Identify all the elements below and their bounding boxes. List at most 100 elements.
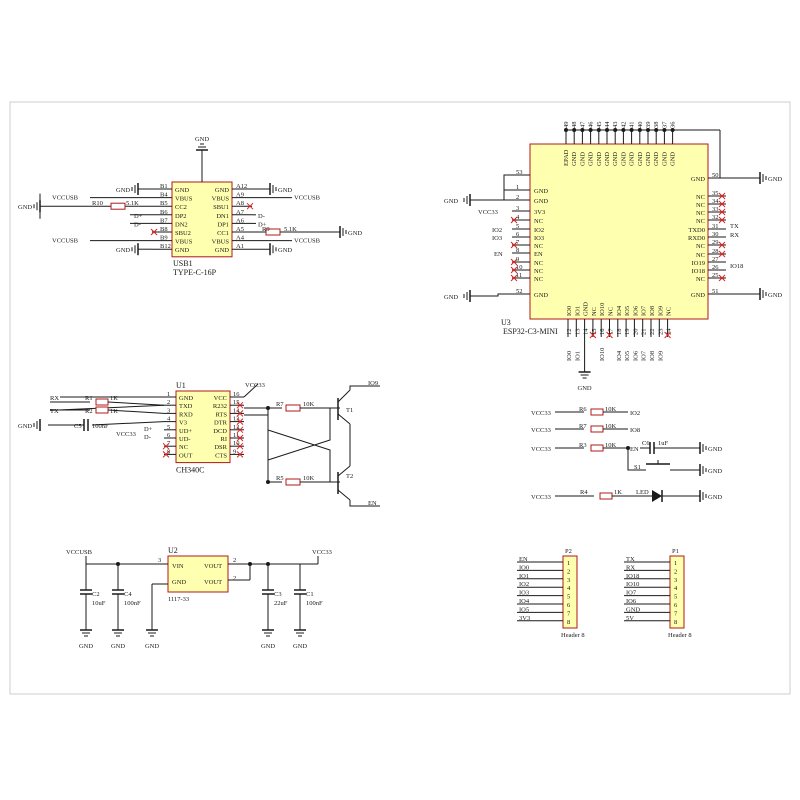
ldo-ref: U2 (168, 546, 178, 555)
esp-bottom-pin-name: IO5 (624, 306, 631, 316)
vccusb-label: VCCUSB (294, 238, 321, 245)
vccusb-label: VCCUSB (294, 195, 321, 202)
usb-pin-num: A4 (236, 235, 245, 242)
esp-pin-num: 28 (712, 248, 719, 255)
header-net: IO0 (519, 564, 529, 571)
gnd-label: GND (348, 230, 362, 237)
esp-bottom-pin-name: NC (666, 307, 673, 316)
ch340-vcc-wire (243, 383, 259, 398)
esp-pin-num: 11 (516, 272, 522, 279)
usb-pin-name: DP1 (217, 221, 229, 228)
ch340-pin-name: GND (179, 395, 193, 402)
esp-pin-num: 33 (712, 206, 719, 213)
esp-bottom-net: IO0 (566, 351, 573, 361)
usb-typec-block: USB1TYPE-C-16PGNDGNDB1VBUSB4CC2B5DP2B6DN… (18, 136, 362, 277)
esp-top-pin-num: 36 (670, 121, 677, 128)
esp-bottom-pin-name: IO0 (566, 306, 573, 316)
pullup-ref: R7 (579, 423, 587, 430)
esp-bottom-pin-num: 19 (624, 329, 631, 336)
gnd-label: GND (18, 423, 32, 430)
esp-pin-name: NC (696, 194, 705, 201)
esp-pin-num: 35 (712, 190, 719, 197)
usb-pin-num: A9 (236, 192, 244, 199)
t1-ref: T1 (346, 407, 353, 414)
esp-bottom-pin-name: IO8 (649, 306, 656, 316)
usb-pin-name: VBUS (212, 239, 230, 246)
r1-value: 1K (110, 395, 118, 402)
ldo-part: 1117-33 (168, 596, 189, 603)
led-diode (652, 490, 662, 502)
en-label: EN (494, 251, 503, 258)
esp-bottom-net: IO9 (657, 351, 664, 361)
ch340-block: U1CH340CGND1TXD2RXD3V34UD+5UD-6NC7OUT8VC… (18, 381, 265, 475)
gnd-label: GND (145, 643, 159, 650)
rx-label: RX (730, 232, 739, 239)
r2-ref: R2 (85, 408, 93, 415)
cap-value: 100nF (306, 600, 323, 607)
ch340-pin-num: 1 (167, 391, 170, 398)
ch340-pin-name: VCC (214, 395, 227, 402)
esp-pin-name: GND (691, 176, 705, 183)
usb-pin-num: B7 (160, 217, 168, 224)
t1-emitter (337, 413, 351, 425)
esp-top-pin-num: 41 (629, 122, 636, 129)
ch340-pin-num: 9 (233, 448, 236, 455)
pullup-value: 10K (605, 406, 617, 413)
esp-bottom-pin-num: 22 (649, 329, 656, 336)
ldo-pin-gnd: GND (172, 579, 186, 586)
ch340-pin-num: 2 (167, 399, 170, 406)
usb-pin-name: VBUS (175, 239, 193, 246)
no-connect-mark (236, 401, 244, 409)
vcc33-label: VCC33 (531, 410, 551, 417)
io2-label: IO2 (492, 227, 502, 234)
no-connect-mark (236, 451, 244, 458)
t2-collector (337, 465, 351, 477)
header-pin-num: 3 (567, 577, 570, 584)
header-net: GND (626, 606, 640, 613)
r10-resistor (110, 202, 126, 210)
r9-value: 5.1K (284, 226, 297, 233)
esp-pin-name: GND (534, 188, 548, 195)
usb-pin-name: DP2 (175, 213, 187, 220)
header-net: 3V3 (519, 615, 530, 622)
header-net: IO18 (626, 573, 639, 580)
header-net: 5V (626, 615, 634, 622)
gnd-label: GND (708, 468, 722, 475)
usb-pin-num: B6 (160, 209, 168, 216)
header-part: Header 8 (561, 632, 585, 639)
pullup-ref: R3 (579, 442, 587, 449)
esp-pin-name: GND (691, 292, 705, 299)
esp-pin-num: 52 (516, 288, 523, 295)
pullup-resistor (590, 444, 604, 452)
gnd-label: GND (18, 204, 32, 211)
cross-wire (267, 407, 340, 482)
esp-top-pin-num: 43 (612, 122, 619, 129)
esp-pin-num: 3 (516, 205, 519, 212)
pullup-resistor (590, 425, 604, 433)
ldo-pin-num: 2 (233, 557, 236, 564)
no-connect-mark (718, 250, 726, 258)
gnd-label: GND (116, 187, 130, 194)
header-net: IO5 (519, 606, 529, 613)
esp-pin-name: GND (534, 292, 548, 299)
r4-ref: R4 (580, 489, 588, 496)
vcc33-label: VCC33 (531, 494, 551, 501)
usb-pin-name: DN2 (175, 221, 188, 228)
esp-bottom-pin-name: GND (583, 302, 590, 316)
esp-bottom-pin-name: IO1 (574, 306, 581, 316)
esp-pin-name: NC (534, 243, 543, 250)
r10-ref: R10 (92, 200, 103, 207)
esp-pin-num: 10 (516, 264, 523, 271)
ch340-pin-num: 13 (233, 416, 240, 423)
esp32-block: U3ESP32-C3-MINI49EPAD48GND47GND46GND45GN… (444, 121, 782, 392)
esp-pin-name: IO18 (692, 268, 705, 275)
pullup-value: 10K (605, 423, 617, 430)
esp-top-pin-name: GND (670, 152, 677, 166)
esp-bottom-pin-num: 23 (657, 329, 664, 336)
ch340-pin-num: 5 (167, 424, 170, 431)
dminus-label: D- (258, 213, 265, 220)
esp-pin-name: NC (696, 218, 705, 225)
ldo-pin-num: 3 (158, 557, 161, 564)
